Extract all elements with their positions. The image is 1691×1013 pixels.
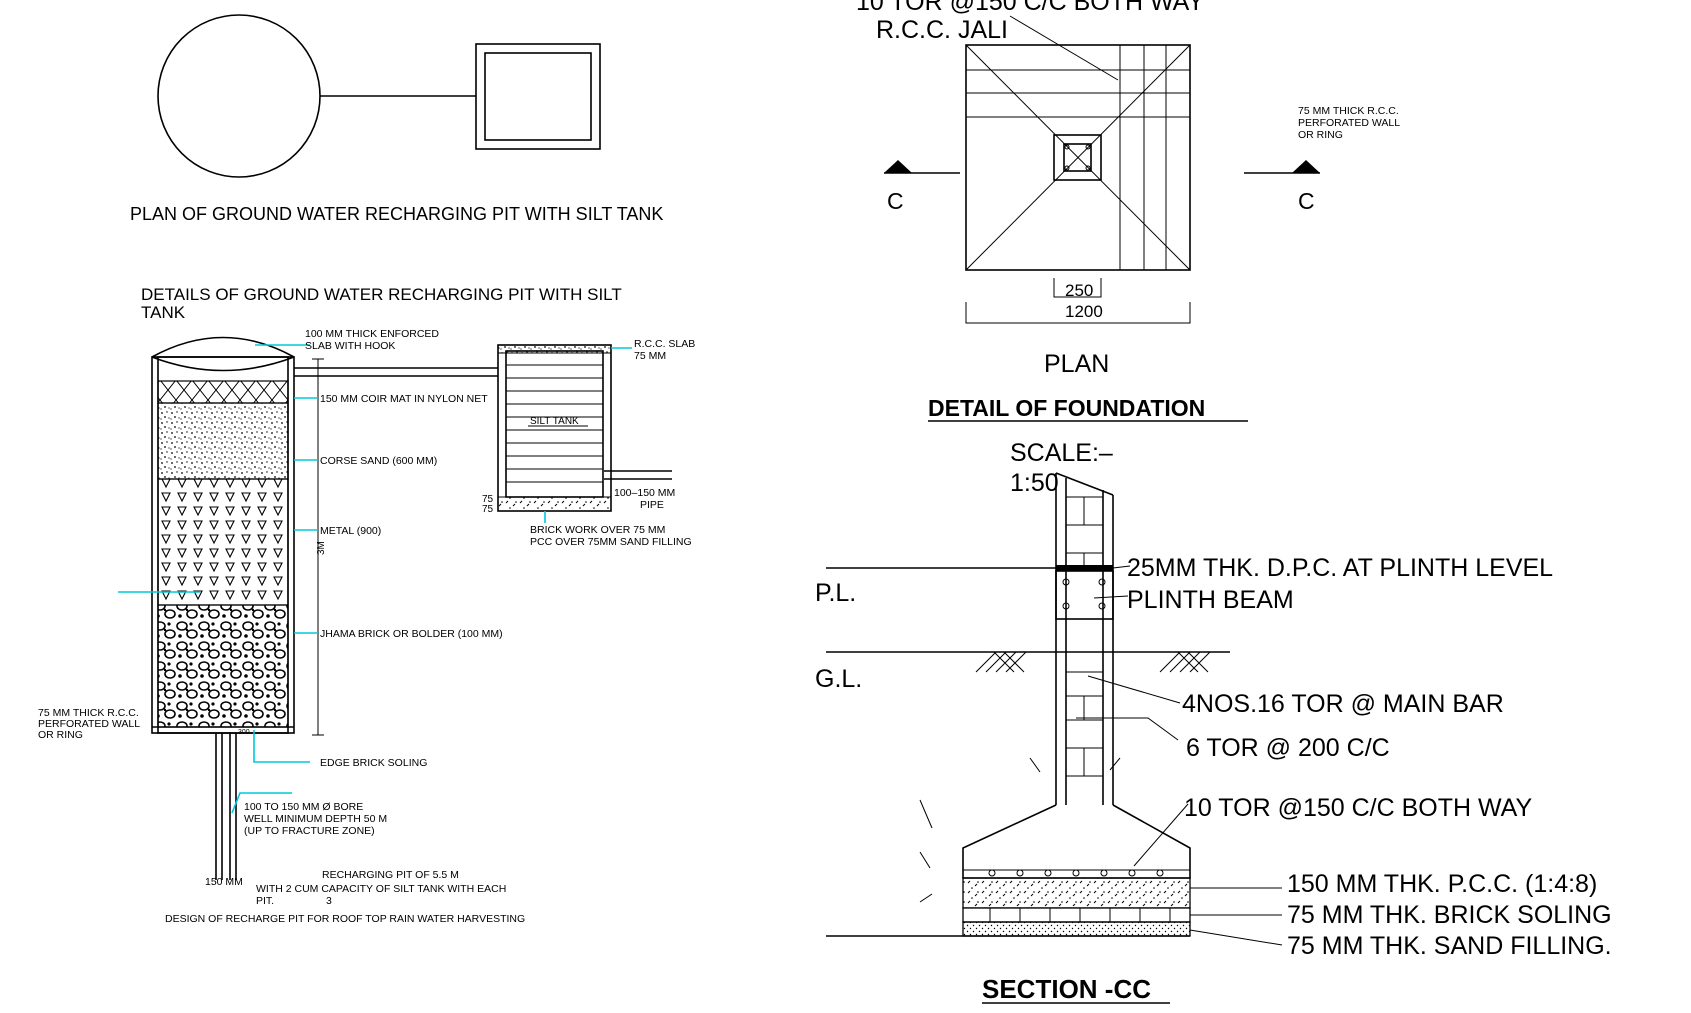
- silt-tank-label: SILT TANK: [530, 416, 579, 427]
- depth-label: 3M: [316, 541, 327, 555]
- section-mark-left: C: [887, 188, 904, 214]
- dim-75b: 75: [482, 504, 494, 515]
- plinth-beam-label: PLINTH BEAM: [1127, 586, 1294, 614]
- plan-view: PLAN OF GROUND WATER RECHARGING PIT WITH…: [130, 14, 663, 224]
- pit-dome-slab: [151, 336, 295, 358]
- footing-plan-outline: [965, 44, 1191, 271]
- dim-inner: 250: [1065, 281, 1093, 300]
- sand-label: 75 MM THK. SAND FILLING.: [1287, 932, 1612, 960]
- jhama-label: JHAMA BRICK OR BOLDER (100 MM): [320, 628, 503, 640]
- slab-label-2: SLAB WITH HOOK: [305, 340, 395, 352]
- stirrup-label: 6 TOR @ 200 C/C: [1186, 734, 1390, 762]
- scale-line-1: SCALE:–: [1010, 439, 1113, 467]
- pipe-label-2: PIPE: [640, 499, 664, 511]
- coarse-sand-layer: [157, 402, 289, 480]
- gl-label: G.L.: [815, 665, 862, 693]
- dim-outer: 1200: [1065, 302, 1103, 321]
- brick-label: 75 MM THK. BRICK SOLING: [1287, 901, 1612, 929]
- brick-soling-layer: [962, 907, 1191, 923]
- bore-size-label: 150 MM: [205, 876, 243, 888]
- bore-label-1: 100 TO 150 MM Ø BORE: [244, 801, 363, 813]
- design-caption: DESIGN OF RECHARGE PIT FOR ROOF TOP RAIN…: [165, 913, 525, 925]
- brickwork-label-1: BRICK WORK OVER 75 MM: [530, 524, 665, 536]
- pit-dome-bottom: [151, 356, 295, 372]
- side-note-1: 75 MM THICK R.C.C.: [1298, 105, 1399, 117]
- scale-line-2: 1:50: [1010, 469, 1059, 497]
- top-note: 10 TOR @150 C/C BOTH WAY: [856, 0, 1204, 16]
- recharge-label-3: PIT.: [256, 895, 274, 907]
- sand-filling-layer: [962, 921, 1191, 937]
- both-way-label: 10 TOR @150 C/C BOTH WAY: [1184, 794, 1532, 822]
- ring-label-1: 75 MM THICK R.C.C.: [38, 707, 139, 719]
- section-title: SECTION -CC: [982, 974, 1151, 1004]
- dim-75a: 75: [482, 494, 494, 505]
- footing-rebar: [963, 869, 1190, 877]
- metal-label: METAL (900): [320, 525, 381, 537]
- recharge-label-1: RECHARGING PIT OF 5.5 M: [322, 869, 459, 881]
- bore-label-3: (UP TO FRACTURE ZONE): [244, 825, 375, 837]
- details-title-line-1: DETAILS OF GROUND WATER RECHARGING PIT W…: [141, 285, 622, 304]
- column-box: [1053, 134, 1102, 181]
- ground-hatch-right: [1159, 651, 1211, 673]
- edge-label: EDGE BRICK SOLING: [320, 757, 427, 769]
- plan-label: PLAN: [1044, 350, 1109, 378]
- bore-label-2: WELL MINIMUM DEPTH 50 M: [244, 813, 387, 825]
- plan-caption: PLAN OF GROUND WATER RECHARGING PIT WITH…: [130, 204, 663, 224]
- ring-label-2: PERFORATED WALL: [38, 718, 140, 730]
- rcc-slab-label-2: 75 MM: [634, 350, 666, 362]
- metal-layer: [157, 478, 289, 606]
- section-mark-right: C: [1298, 188, 1315, 214]
- recharge-pit-circle: [157, 14, 321, 178]
- foundation-plan: 10 TOR @150 C/C BOTH WAY R.C.C. JALI C C…: [856, 0, 1400, 497]
- wall-brick-courses: [1066, 496, 1103, 777]
- base-dim: 300: [238, 729, 250, 736]
- plinth-beam: [1055, 570, 1114, 620]
- pl-label: P.L.: [815, 579, 856, 607]
- coir-label: 150 MM COIR MAT IN NYLON NET: [320, 393, 488, 405]
- dpc-layer: [1056, 565, 1113, 571]
- details-title-line-2: TANK: [141, 303, 186, 322]
- jali-label: R.C.C. JALI: [876, 16, 1008, 44]
- brickwork-label-2: PCC OVER 75MM SAND FILLING: [530, 536, 692, 548]
- silt-tank-outer: [475, 43, 601, 150]
- dpc-label: 25MM THK. D.P.C. AT PLINTH LEVEL: [1127, 554, 1553, 582]
- pcc-layer: [962, 877, 1191, 909]
- pipe-label-1: 100–150 MM: [614, 487, 675, 499]
- rcc-slab-label-1: R.C.C. SLAB: [634, 338, 695, 350]
- silt-tank-inner: [484, 52, 592, 141]
- side-note-3: OR RING: [1298, 129, 1343, 141]
- recharge-pit-details: DETAILS OF GROUND WATER RECHARGING PIT W…: [38, 285, 695, 925]
- pcc-label: 150 MM THK. P.C.C. (1:4:8): [1287, 870, 1597, 898]
- jali-grid: [966, 45, 1190, 270]
- slab-label-1: 100 MM THICK ENFORCED: [305, 328, 439, 340]
- jhama-brick-layer: [157, 604, 289, 728]
- silt-tank-body: [497, 344, 612, 512]
- foundation-title: DETAIL OF FOUNDATION: [928, 395, 1205, 421]
- ring-label-3: OR RING: [38, 729, 83, 741]
- ground-hatch-left: [975, 651, 1027, 673]
- side-note-2: PERFORATED WALL: [1298, 117, 1400, 129]
- section-cc: P.L. G.L. 25MM THK: [815, 472, 1612, 1004]
- coir-mat-layer: [157, 380, 289, 404]
- recharge-label-4: 3: [326, 895, 332, 907]
- sand-label: CORSE SAND (600 MM): [320, 455, 437, 467]
- silt-tank-brick-courses: [506, 364, 603, 483]
- recharge-label-2: WITH 2 CUM CAPACITY OF SILT TANK WITH EA…: [256, 883, 506, 895]
- main-bar-label: 4NOS.16 TOR @ MAIN BAR: [1182, 690, 1504, 718]
